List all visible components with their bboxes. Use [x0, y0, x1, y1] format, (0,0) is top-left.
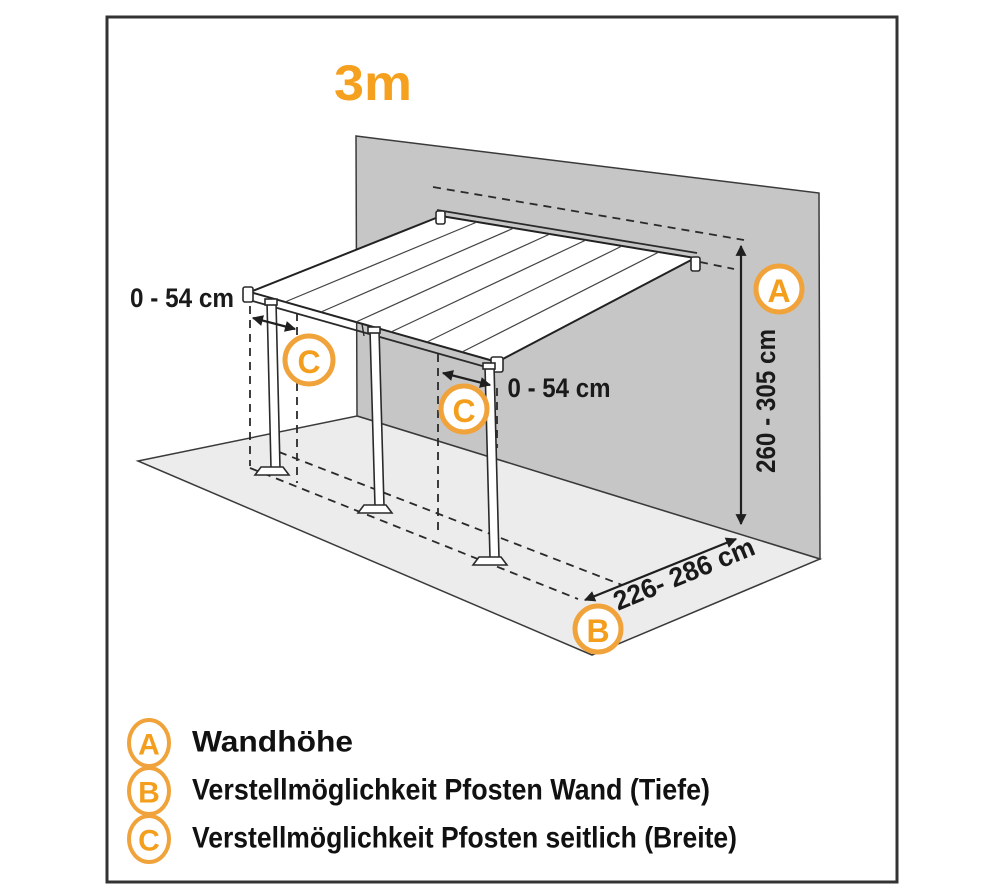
marker-letter-a: A — [767, 273, 790, 309]
legend-letter-c: C — [138, 825, 160, 858]
dim-label-wall-height: 260 - 305 cm — [751, 329, 781, 473]
marker-letter-b: B — [586, 613, 609, 649]
side-offset-arrow-right — [441, 370, 492, 388]
marker-circle-c2-ring — [438, 383, 490, 435]
marker-letter-c1: C — [297, 344, 320, 380]
post-left-top-bracket — [264, 298, 278, 306]
legend-label-depth: Verstellmöglichkeit Pfosten Wand (Tiefe) — [192, 774, 710, 807]
legend-ring-c — [127, 814, 171, 864]
wall-mount-rail — [436, 209, 698, 254]
wall-mount-top-dashed-line — [432, 186, 745, 241]
marker-circle-wall-height: A — [753, 263, 805, 315]
legend-row-depth: B Verstellmöglichkeit Pfosten Wand (Tief… — [127, 766, 710, 816]
marker-letter-c2: C — [452, 393, 475, 429]
post-right-top-bracket — [482, 362, 496, 370]
legend-label-side: Verstellmöglichkeit Pfosten seitlich (Br… — [192, 822, 737, 855]
legend-label-wall-height: Wandhöhe — [192, 726, 353, 759]
gutter-left-end-cap — [242, 286, 254, 303]
legend: A Wandhöhe B Verstellmöglichkeit Pfosten… — [127, 718, 737, 864]
floor-depth-dashed-line-back — [278, 451, 623, 586]
depth-arrow — [583, 537, 738, 602]
floor-depth-dashed-line-front — [249, 467, 579, 600]
marker-circle-b-ring — [572, 603, 624, 655]
legend-letter-b: B — [138, 777, 160, 810]
roof-panel-lines — [284, 221, 660, 353]
marker-circle-side-left: C — [282, 333, 336, 387]
roof-wall-bracket-right — [690, 256, 701, 272]
dim-label-side-offset-right: 0 - 54 cm — [508, 373, 611, 403]
gutter-joint-tick — [361, 323, 365, 337]
legend-letter-a: A — [138, 729, 160, 762]
page-title: 3m — [334, 55, 412, 111]
roof-edge-extension-dashed-line — [699, 261, 735, 270]
roof — [242, 209, 701, 373]
marker-circle-a-ring — [753, 263, 805, 315]
marker-circle-depth: B — [572, 603, 624, 655]
marker-circle-side-right: C — [438, 383, 490, 435]
dim-label-side-offset-left: 0 - 54 cm — [130, 283, 234, 313]
side-offset-arrow-left — [251, 315, 297, 332]
post-right-base-plate — [471, 556, 509, 566]
marker-circle-c1-ring — [282, 333, 336, 387]
legend-row-side: C Verstellmöglichkeit Pfosten seitlich (… — [127, 814, 737, 864]
roof-wall-bracket-left — [435, 210, 446, 225]
post-left-base-plate — [253, 466, 291, 476]
post-middle-base-plate — [356, 504, 394, 514]
post-middle-top-bracket — [367, 326, 381, 334]
